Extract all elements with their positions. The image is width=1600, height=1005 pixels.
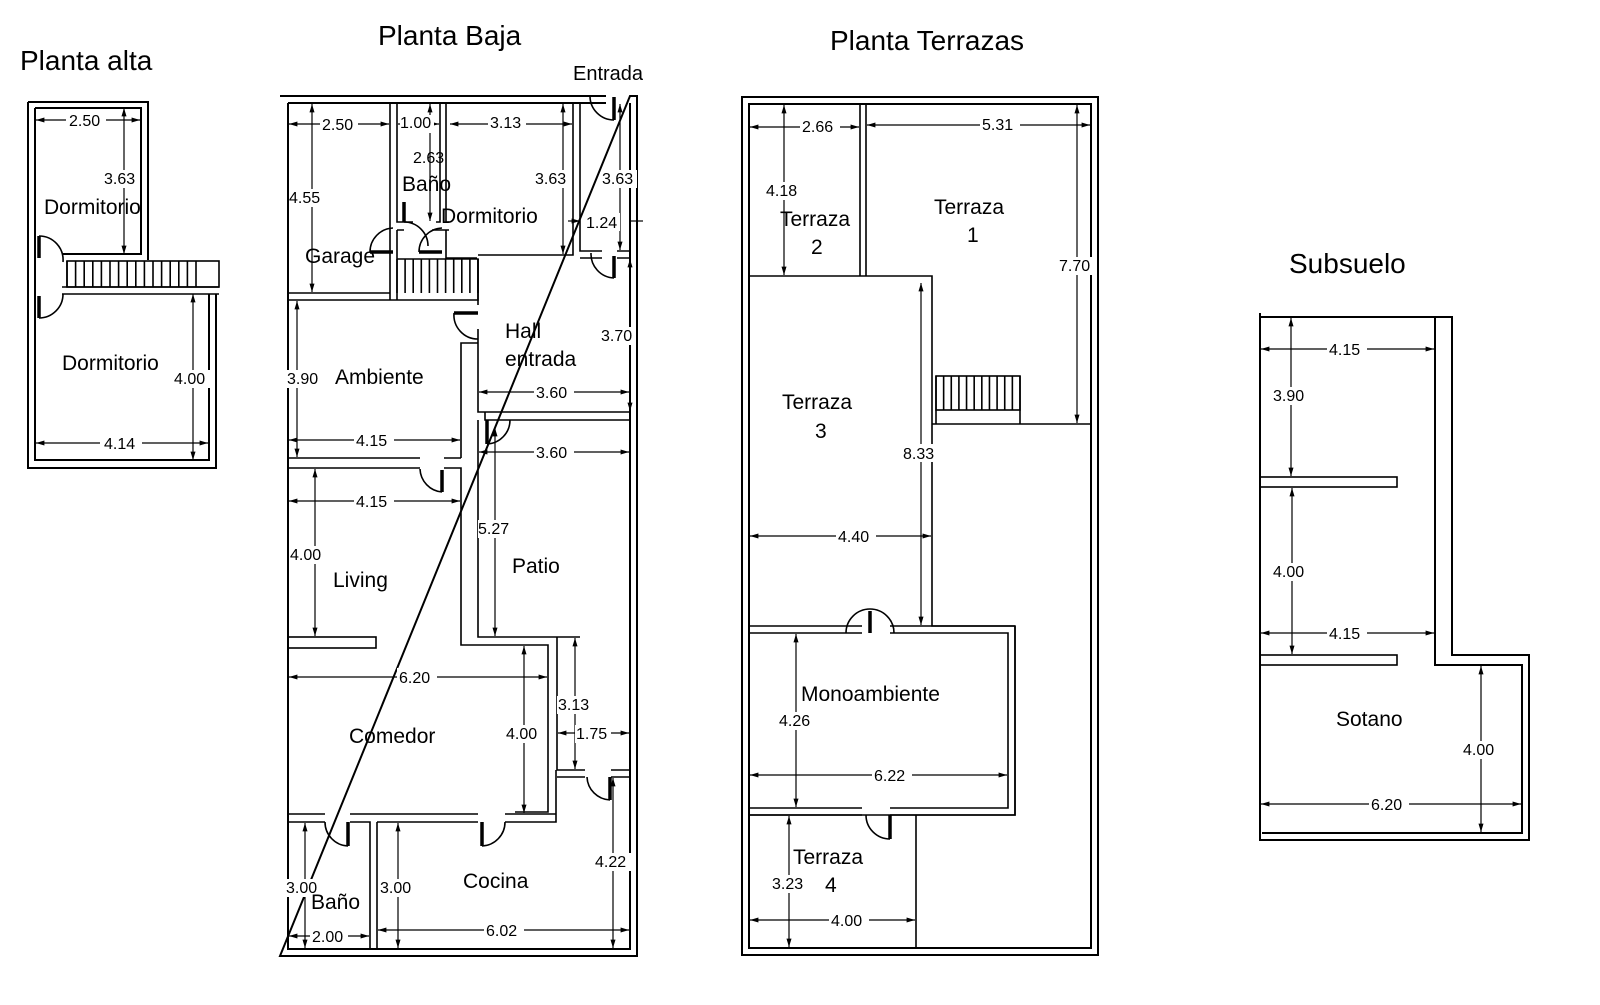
- dim-label: 3.60: [536, 445, 567, 462]
- room-label: Baño: [402, 173, 451, 196]
- dim-label: 3.63: [535, 171, 566, 188]
- entrance-label: Entrada: [573, 63, 644, 85]
- plan-planta-alta: Planta alta 2.50 3.63 4.00 4.14 Dormitor…: [20, 45, 220, 469]
- dim-label: 4.15: [1329, 342, 1360, 359]
- dim-label: 7.70: [1059, 258, 1090, 275]
- room-label: entrada: [505, 348, 577, 371]
- dim-label: 2.66: [802, 119, 833, 136]
- plan-title: Subsuelo: [1289, 248, 1406, 279]
- room-label: Dormitorio: [441, 205, 538, 228]
- room-label: Dormitorio: [62, 352, 159, 375]
- inner-wall: [34, 108, 210, 461]
- plan-planta-baja: Planta Baja Entrada: [278, 20, 644, 957]
- room-label: Living: [333, 569, 388, 592]
- dim-label: 4.40: [838, 529, 869, 546]
- dim-label: 3.00: [380, 880, 411, 897]
- dim-label: 4.14: [104, 436, 135, 453]
- plan-subsuelo: Subsuelo 4.15 3.90 4.00 4.15 4.00 6.20 S…: [1259, 248, 1530, 841]
- room-label: Garage: [305, 245, 375, 268]
- dim-label: 3.00: [286, 880, 317, 897]
- dim-label: 4.00: [831, 913, 862, 930]
- dim-label: 1.00: [400, 115, 431, 132]
- room-label: Sotano: [1336, 708, 1403, 731]
- room-label: Terraza: [780, 208, 850, 231]
- dim-label: 3.70: [601, 328, 632, 345]
- room-label: 4: [825, 874, 837, 897]
- room-label: 3: [815, 420, 827, 443]
- dim-label: 3.60: [536, 385, 567, 402]
- dim-label: 3.13: [490, 115, 521, 132]
- room-label: Baño: [311, 891, 360, 914]
- room-label: Terraza: [782, 391, 852, 414]
- dim-label: 4.00: [1273, 564, 1304, 581]
- dim-label: 2.00: [312, 929, 343, 946]
- dim-label: 4.18: [766, 183, 797, 200]
- dim-label: 4.00: [506, 726, 537, 743]
- dim-label: 2.50: [322, 117, 353, 134]
- plan-title: Planta Terrazas: [830, 25, 1024, 56]
- room-label: Monoambiente: [801, 683, 940, 706]
- plan-title: Planta alta: [20, 45, 153, 76]
- room-label: Ambiente: [335, 366, 424, 389]
- dim-label: 4.15: [356, 494, 387, 511]
- dim-label: 2.63: [413, 150, 444, 167]
- room-label: Comedor: [349, 725, 435, 748]
- dim-label: 4.22: [595, 854, 626, 871]
- dim-label: 4.00: [1463, 742, 1494, 759]
- dim-label: 4.15: [356, 433, 387, 450]
- room-label: 2: [811, 236, 823, 259]
- dim-label: 2.50: [69, 113, 100, 130]
- dim-label: 3.23: [772, 876, 803, 893]
- dim-label: 4.26: [779, 713, 810, 730]
- plan-title: Planta Baja: [378, 20, 522, 51]
- dim-label: 4.55: [289, 190, 320, 207]
- dim-label: 3.63: [602, 171, 633, 188]
- dim-label: 6.20: [399, 670, 430, 687]
- plan-planta-terrazas: Planta Terrazas 2.66 5.31 4.18 7.7: [741, 25, 1099, 956]
- dim-label: 3.90: [1273, 388, 1304, 405]
- inner-wall: [35, 107, 142, 255]
- dim-label: 6.22: [874, 768, 905, 785]
- door-swing: [38, 235, 64, 263]
- stair-treads: [396, 259, 479, 293]
- dim-label: 1.24: [586, 215, 617, 232]
- dim-label: 4.15: [1329, 626, 1360, 643]
- room-label: Patio: [512, 555, 560, 578]
- inner-outer-wall: [287, 102, 631, 950]
- dim-label: 5.27: [478, 521, 509, 538]
- dim-label: 3.90: [287, 371, 318, 388]
- room-label: 1: [967, 224, 979, 247]
- dim-label: 8.33: [903, 446, 934, 463]
- outer-wall: [27, 101, 217, 469]
- stair-treads: [66, 261, 197, 287]
- room-label: Hall: [505, 320, 541, 343]
- dim-label: 3.63: [104, 171, 135, 188]
- outer-wall: [278, 95, 638, 957]
- dim-label: 5.31: [982, 117, 1013, 134]
- dim-label: 1.75: [576, 726, 607, 743]
- dim-label: 6.20: [1371, 797, 1402, 814]
- door-swing: [38, 293, 64, 319]
- room-label: Dormitorio: [44, 196, 141, 219]
- room-label: Terraza: [793, 846, 863, 869]
- dim-label: 3.13: [558, 697, 589, 714]
- room-label: Terraza: [934, 196, 1004, 219]
- dim-label: 6.02: [486, 923, 517, 940]
- dim-label: 4.00: [290, 547, 321, 564]
- room-label: Cocina: [463, 870, 529, 893]
- dim-label: 4.00: [174, 371, 205, 388]
- stair-treads: [935, 376, 1021, 410]
